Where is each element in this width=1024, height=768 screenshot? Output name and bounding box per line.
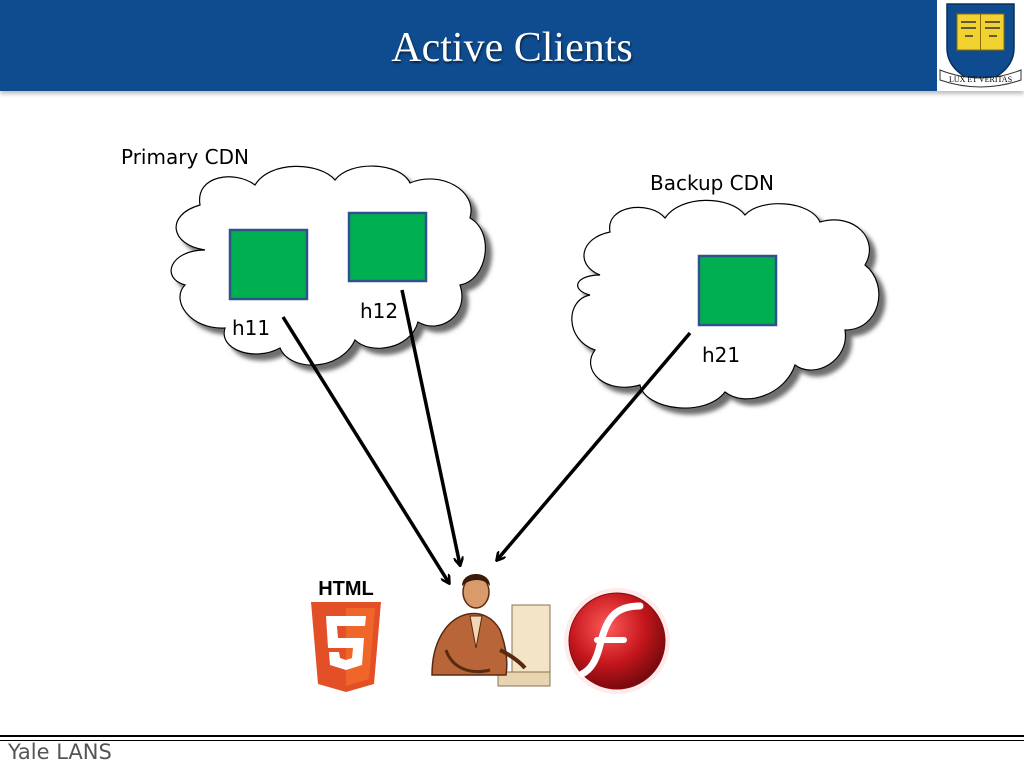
primary-cdn-label: Primary CDN: [121, 145, 249, 169]
footer-text: Yale LANS: [8, 740, 112, 764]
footer-rule-thin: [0, 740, 1024, 741]
crest-shield-icon: LUX ET VERITAS: [939, 3, 1022, 88]
host-box-h11: [228, 228, 309, 301]
host-box-h21: [697, 254, 778, 327]
html5-logo-text: HTML: [318, 578, 374, 600]
title-bar: [0, 0, 1024, 91]
arrow-h12-to-client: [400, 289, 460, 565]
host-box-h12: [347, 211, 428, 283]
footer-rule: [0, 735, 1024, 737]
flash-player-icon: [564, 588, 670, 694]
slide-title: Active Clients: [391, 25, 633, 71]
arrow-h21-to-client: [497, 331, 692, 560]
html5-logo-icon: HTML: [311, 578, 381, 692]
host-label-h11: h11: [232, 316, 271, 340]
yale-crest-logo: LUX ET VERITAS: [937, 0, 1024, 91]
host-label-h12: h12: [360, 299, 399, 323]
host-label-h21: h21: [702, 343, 741, 367]
primary-cdn-cloud: [170, 165, 486, 366]
crest-motto: LUX ET VERITAS: [949, 75, 1012, 84]
backup-cdn-label: Backup CDN: [650, 171, 774, 195]
arrow-h11-to-client: [281, 316, 449, 583]
computer-user-icon: [431, 574, 551, 687]
